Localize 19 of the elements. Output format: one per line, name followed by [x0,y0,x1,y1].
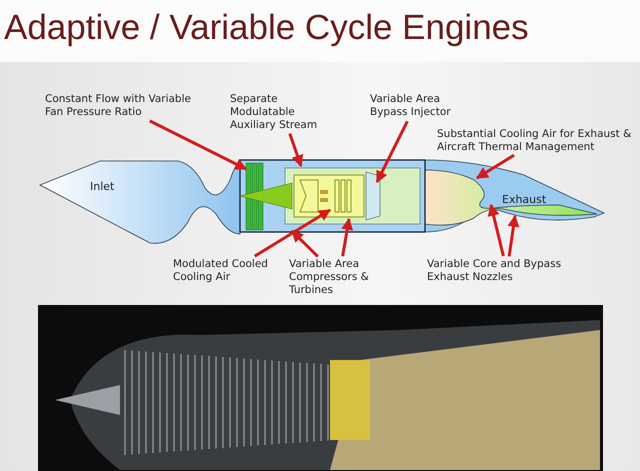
callout-text: Variable Area Bypass Injector [370,93,460,119]
title: Adaptive / Variable Cycle Engines [4,8,529,48]
leader-arrow [508,214,520,257]
leader-arrow [341,218,354,256]
part-label: Exhaust [502,193,546,206]
callout-text: Modulated Cooled Cooling Air [173,258,288,284]
leader-arrow [254,208,332,258]
callout-text: Variable Core and Bypass Exhaust Nozzles [427,258,587,284]
callout-text: Substantial Cooling Air for Exhaust & Aircraft Thermal Management [437,128,637,154]
callout-text: Constant Flow with Variable Fan Pressure Ratio [45,93,195,119]
leader-arrow [376,120,409,184]
leader-arrow [290,230,319,258]
leader-arrow [288,133,304,168]
part-label: Inlet [90,180,114,193]
callout-text: Variable Area Compressors & Turbines [289,258,389,297]
leader-arrow [476,154,515,180]
leader-arrow [488,204,505,256]
callout-text: Separate Modulatable Auxiliary Stream [230,93,335,132]
leader-arrow [149,120,248,170]
